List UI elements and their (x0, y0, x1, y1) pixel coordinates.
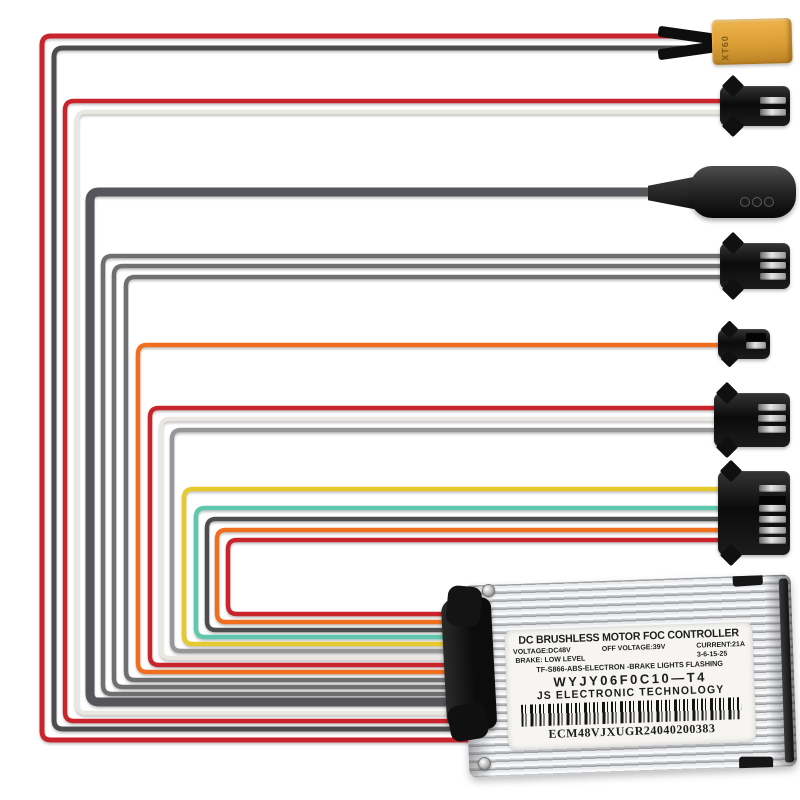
metal-pin (760, 97, 786, 104)
screw (478, 757, 491, 770)
sm2-orange-connector (718, 320, 770, 368)
wire-sm6-black (204, 516, 728, 633)
metal-pin (760, 273, 786, 280)
empty-slot (759, 496, 786, 504)
metal-pin (760, 252, 786, 259)
wire-sm3gray-3 (123, 274, 730, 683)
wire-motor-cable (85, 187, 676, 707)
wire-orange-single (135, 342, 728, 675)
sm3-connector (714, 381, 790, 459)
wire-sm3-white (158, 416, 724, 661)
grommet-bump (446, 701, 490, 744)
wire-sm3-red (147, 405, 724, 668)
label-current: CURRENT:21A (696, 640, 746, 650)
wire-sm6-teal (193, 505, 728, 640)
wire-sm6-orange (214, 527, 728, 625)
wire-sm3gray-2 (111, 263, 730, 690)
metal-pin (760, 109, 786, 116)
metal-pin (760, 262, 786, 269)
label-off-voltage: OFF VOLTAGE:39V (601, 643, 666, 653)
metal-pin (758, 415, 786, 422)
xt60-battery-connector: XT60 (656, 14, 796, 68)
metal-pin (758, 404, 786, 411)
metal-pin (759, 516, 786, 523)
label-voltage: VOLTAGE:DC48V (512, 647, 571, 657)
wire-sm2-red (62, 98, 732, 724)
motor-barrel-connector (648, 166, 796, 220)
barrel-shell (690, 166, 796, 218)
barrel-dots (740, 197, 774, 207)
wire-sm6-red (225, 537, 728, 617)
wire-sm6-yellow (181, 486, 728, 647)
label-code: 3-6-15-25 (696, 650, 728, 659)
metal-pin (759, 505, 786, 512)
screw (482, 584, 495, 597)
wire-grommet (440, 584, 498, 744)
motor-controller-box: DC BRUSHLESS MOTOR FOC CONTROLLER VOLTAG… (462, 574, 798, 778)
wire-sm2-white (74, 109, 732, 716)
sm2-connector (720, 74, 790, 138)
wire-sm3-gray (169, 427, 724, 654)
sm3-gray-connector (720, 231, 790, 301)
xt60-body: XT60 (711, 17, 793, 66)
metal-pin (759, 527, 786, 534)
wire-sm3gray-1 (100, 253, 730, 697)
metal-pin (746, 342, 766, 349)
wire-battery-black (51, 45, 700, 732)
grommet-bump (445, 584, 483, 628)
heatshrink-sleeve (657, 40, 721, 61)
metal-pin (759, 485, 786, 492)
sm6-connector (718, 459, 790, 567)
controller-label: DC BRUSHLESS MOTOR FOC CONTROLLER VOLTAG… (504, 621, 757, 751)
metal-pin (758, 426, 786, 433)
end-cap (732, 574, 764, 587)
xt60-label: XT60 (719, 35, 731, 61)
empty-slot (746, 333, 766, 341)
wire-battery-red (39, 33, 702, 743)
metal-pin (759, 537, 786, 544)
